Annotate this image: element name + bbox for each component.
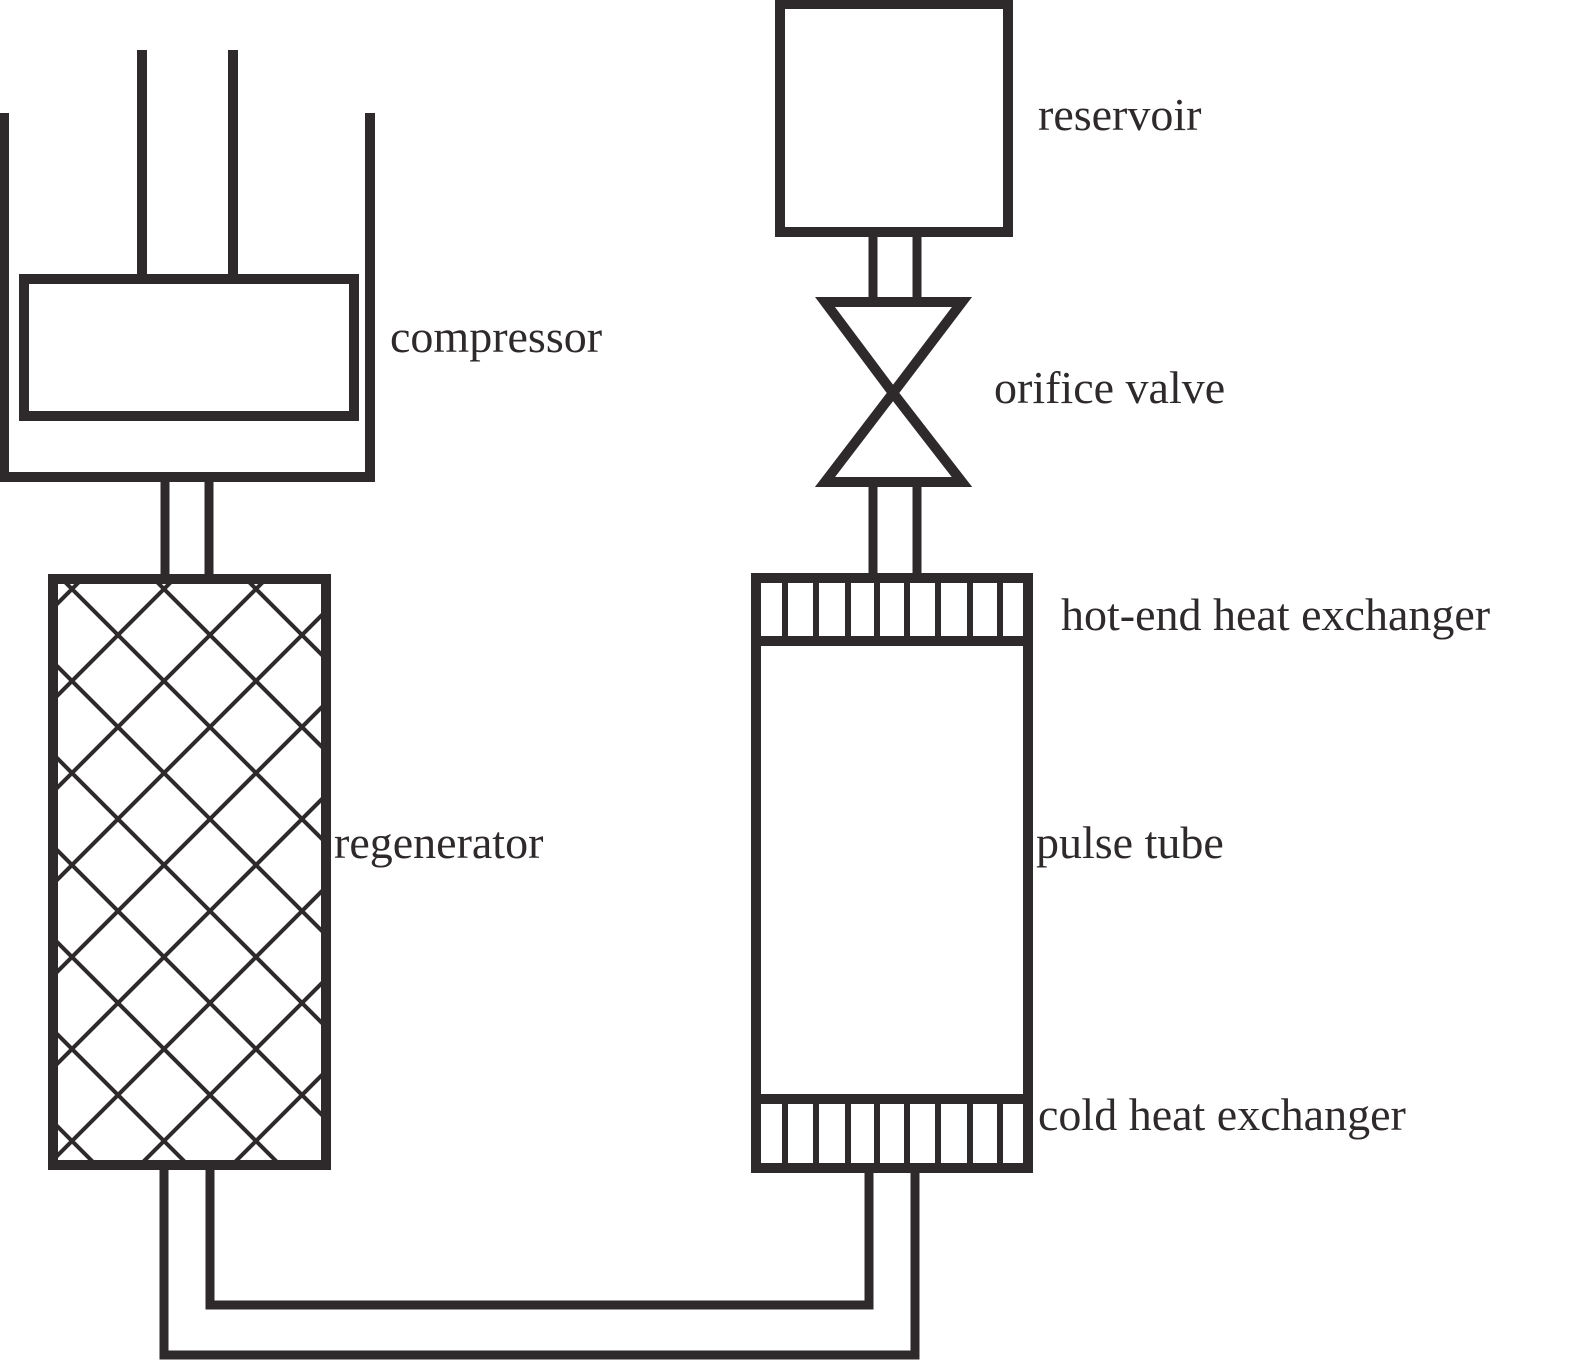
mesh-line bbox=[57, 583, 81, 607]
mesh-line bbox=[57, 612, 322, 883]
mesh-line bbox=[57, 847, 322, 1118]
mesh-line bbox=[57, 583, 265, 791]
piston bbox=[19, 274, 359, 421]
regenerator bbox=[0, 543, 1575, 1201]
mesh-line bbox=[1498, 543, 1575, 1201]
mesh-line bbox=[57, 663, 322, 934]
mesh-line bbox=[0, 543, 26, 1201]
orifice-valve bbox=[814, 297, 973, 487]
mesh-line bbox=[247, 583, 322, 658]
reservoir bbox=[775, 0, 1013, 237]
label-pulse-tube: pulse tube bbox=[1036, 817, 1224, 868]
mesh-line bbox=[57, 755, 322, 1026]
mesh-line bbox=[63, 583, 322, 842]
mesh-line bbox=[233, 1072, 322, 1161]
label-reservoir: reservoir bbox=[1038, 89, 1201, 140]
label-compressor: compressor bbox=[390, 311, 602, 362]
mesh-line bbox=[0, 543, 40, 1201]
pipe-hot-exchanger-valve bbox=[868, 487, 922, 575]
regenerator-mesh bbox=[0, 543, 1575, 1201]
mesh-line bbox=[57, 704, 322, 975]
pipe-compressor-regenerator bbox=[160, 482, 214, 575]
cylinder-wall bbox=[0, 113, 375, 482]
pipe-regenerator-cold-exchanger bbox=[159, 1170, 920, 1360]
mesh-line bbox=[57, 583, 173, 699]
valve-symbol bbox=[814, 297, 973, 487]
regenerator-shell bbox=[48, 574, 331, 1170]
mesh-line bbox=[155, 583, 322, 750]
label-cold-heat-exchanger: cold heat exchanger bbox=[1038, 1089, 1406, 1140]
pipe-valve-reservoir bbox=[868, 236, 922, 298]
pulse-tube-shell bbox=[751, 573, 1033, 1173]
mesh-line bbox=[57, 939, 279, 1161]
cold-heat-exchanger-fins bbox=[782, 1103, 1003, 1163]
label-regenerator: regenerator bbox=[334, 817, 543, 868]
label-orifice-valve: orifice valve bbox=[994, 362, 1225, 413]
mesh-line bbox=[1406, 543, 1575, 1201]
hot-end-heat-exchanger-fins bbox=[782, 583, 1003, 637]
label-hot-end-heat-exchanger: hot-end heat exchanger bbox=[1061, 589, 1490, 640]
compressor bbox=[0, 50, 375, 482]
mesh-line bbox=[57, 888, 322, 1159]
mesh-line bbox=[57, 796, 322, 1067]
mesh-line bbox=[141, 980, 322, 1161]
mesh-line bbox=[57, 1031, 187, 1161]
pulse-tube-assembly bbox=[751, 573, 1033, 1173]
